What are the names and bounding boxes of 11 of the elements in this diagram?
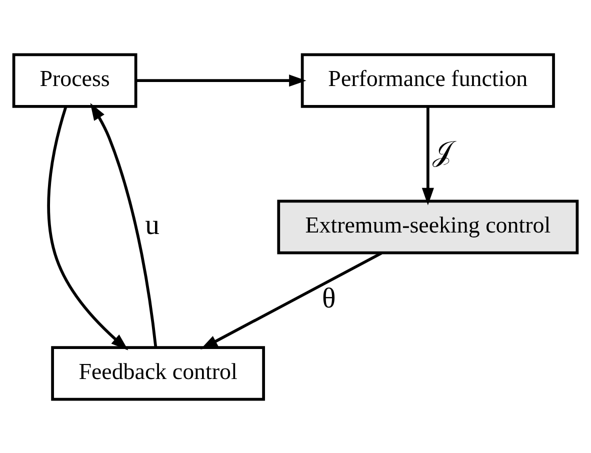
edge-label: θ (322, 282, 336, 314)
node-box: Process (12, 52, 138, 108)
node-box: Performance function (300, 52, 555, 108)
node-box: Feedback control (51, 346, 265, 400)
arrow (47, 106, 128, 350)
node-box: Extremum-seeking control (277, 199, 579, 254)
edge-label: u (145, 208, 160, 241)
arrow (422, 106, 434, 205)
arrow (90, 102, 158, 347)
arrow (136, 74, 306, 86)
arrow (200, 251, 382, 349)
